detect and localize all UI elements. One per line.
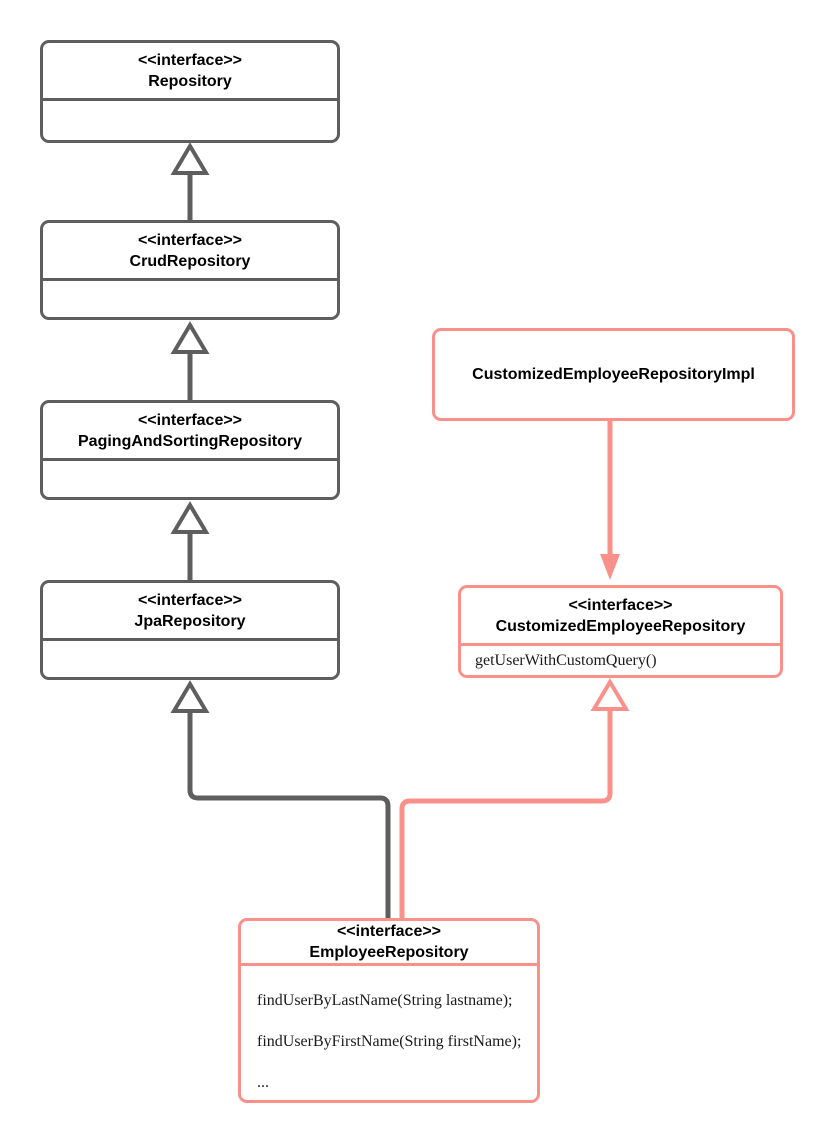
class-title: <<interface>> Repository <box>43 43 337 101</box>
class-box-employee-repository: <<interface>> EmployeeRepository findUse… <box>238 918 540 1103</box>
class-members-empty <box>43 101 337 140</box>
class-name-label: CrudRepository <box>129 252 251 270</box>
inheritance-arrowhead-icon <box>170 680 210 713</box>
class-name-label: CustomizedEmployeeRepository <box>495 617 746 635</box>
class-box-customized-employee-repository: <<interface>> CustomizedEmployeeReposito… <box>458 585 783 678</box>
class-title: <<interface>> PagingAndSortingRepository <box>43 403 337 461</box>
class-title: <<interface>> EmployeeRepository <box>241 921 537 966</box>
class-name-label: CustomizedEmployeeRepositoryImpl <box>472 366 755 383</box>
class-box-repository: <<interface>> Repository <box>40 40 340 143</box>
stereotype-label: <<interface>> <box>568 596 673 614</box>
stereotype-label: <<interface>> <box>137 51 243 69</box>
class-members: findUserByLastName(String lastname); fin… <box>241 966 537 1115</box>
class-box-jpa-repository: <<interface>> JpaRepository <box>40 580 340 680</box>
class-members-empty <box>43 641 337 677</box>
employee-extends-customized-connector <box>399 678 630 918</box>
solid-arrowhead-icon <box>600 554 620 580</box>
method-label: getUserWithCustomQuery() <box>475 651 657 669</box>
class-title: <<interface>> JpaRepository <box>43 583 337 641</box>
stereotype-label: <<interface>> <box>336 923 442 940</box>
class-box-customized-employee-repository-impl: CustomizedEmployeeRepositoryImpl <box>432 328 795 421</box>
method-label: ... <box>257 1074 269 1091</box>
class-name-label: EmployeeRepository <box>309 944 469 961</box>
class-name-label: Repository <box>148 72 232 90</box>
class-box-paging-and-sorting-repository: <<interface>> PagingAndSortingRepository <box>40 400 340 500</box>
jpa-extends-paging-connector <box>170 501 210 581</box>
class-title: <<interface>> CustomizedEmployeeReposito… <box>461 588 780 646</box>
class-title: CustomizedEmployeeRepositoryImpl <box>435 331 792 418</box>
class-name-label: PagingAndSortingRepository <box>78 432 302 450</box>
inheritance-arrowhead-icon <box>590 678 630 711</box>
class-name-label: JpaRepository <box>134 612 246 630</box>
crud-extends-repository-connector <box>170 142 210 221</box>
inheritance-arrowhead-icon <box>170 142 210 175</box>
inheritance-arrowhead-icon <box>170 501 210 534</box>
method-label: findUserByLastName(String lastname); <box>257 992 513 1009</box>
impl-realizes-customized-connector <box>600 420 620 580</box>
class-members-empty <box>43 281 337 317</box>
stereotype-label: <<interface>> <box>137 231 243 249</box>
employee-extends-jpa-connector <box>170 680 391 918</box>
class-members-empty <box>43 461 337 497</box>
method-label: findUserByFirstName(String firstName); <box>257 1033 522 1050</box>
class-members: getUserWithCustomQuery() <box>461 646 780 675</box>
stereotype-label: <<interface>> <box>137 411 243 429</box>
stereotype-label: <<interface>> <box>137 591 243 609</box>
class-box-crud-repository: <<interface>> CrudRepository <box>40 220 340 320</box>
class-title: <<interface>> CrudRepository <box>43 223 337 281</box>
inheritance-arrowhead-icon <box>170 321 210 354</box>
paging-extends-crud-connector <box>170 321 210 401</box>
